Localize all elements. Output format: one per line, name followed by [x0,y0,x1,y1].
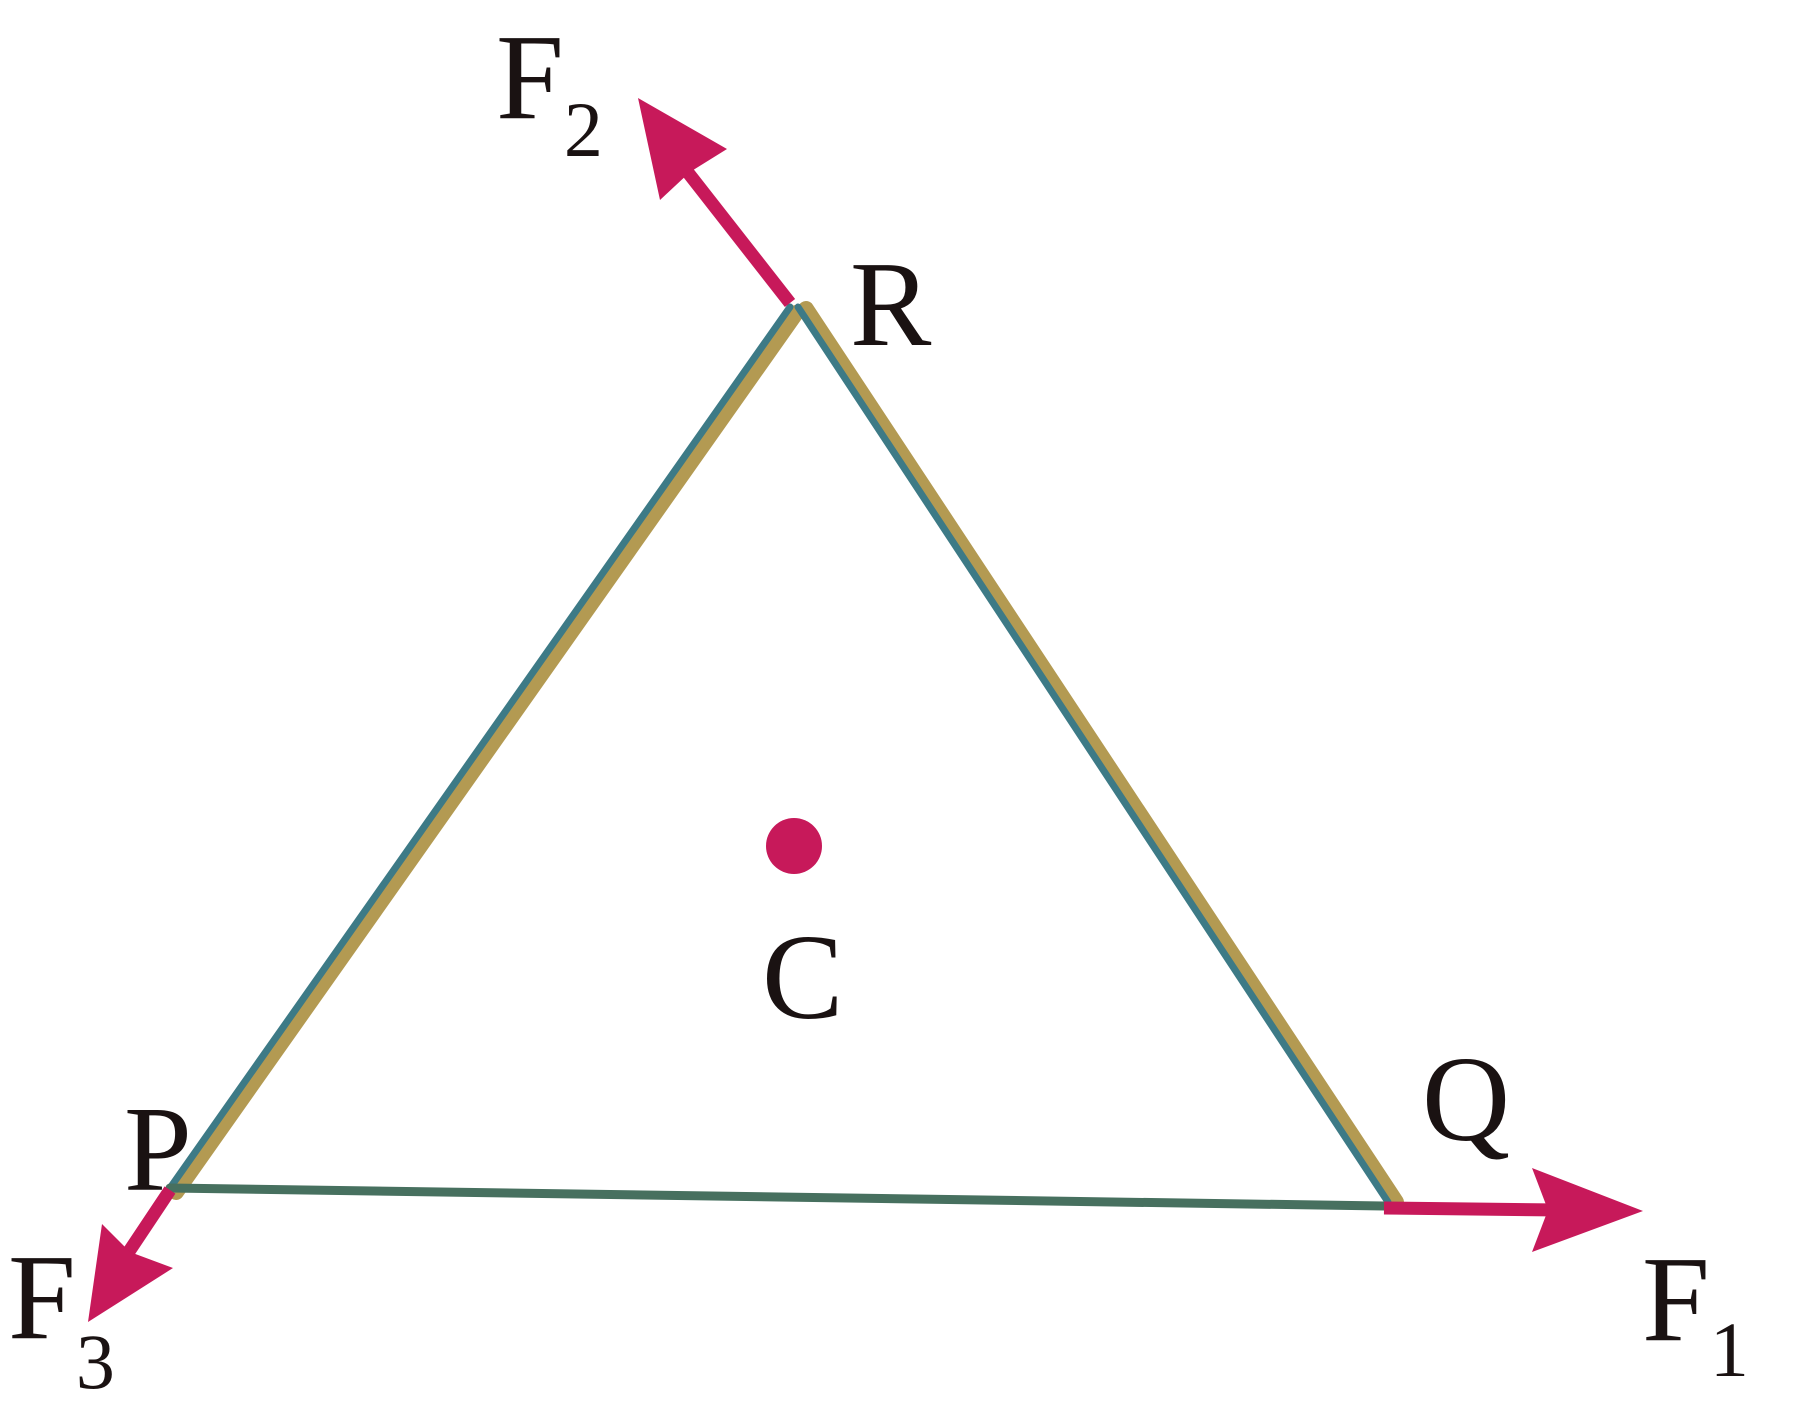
side-rq [794,303,1392,1206]
force-arrows [88,98,1643,1322]
force-f2-symbol: F [496,10,564,145]
force-label-f2: F2 [496,10,603,173]
force-f3-symbol: F [8,1230,76,1365]
force-f1-arrowhead [1532,1168,1643,1252]
force-label-f1: F1 [1642,1232,1749,1393]
force-f1-symbol: F [1642,1232,1710,1367]
vertex-label-p: P [124,1082,192,1217]
force-f2-subscript: 2 [564,86,603,173]
force-f3-subscript: 3 [76,1318,115,1405]
centroid-label: C [762,910,843,1045]
triangle-pqr [165,301,1404,1211]
force-f2-arrowhead [638,98,727,200]
force-label-f3: F3 [8,1230,115,1405]
force-f1-shaft [1383,1201,1561,1217]
force-f2-shaft [680,165,796,308]
side-rq-shade [798,301,1404,1210]
vertex-label-r: R [850,237,932,372]
side-pq [165,1183,1389,1211]
vertex-label-q: Q [1422,1032,1510,1167]
force-f3-shaft [120,1186,176,1260]
centroid-point [766,818,822,874]
force-f3-arrowhead [88,1224,173,1322]
labels: R P Q C F2 F1 F3 [8,10,1749,1405]
force-f1-subscript: 1 [1710,1306,1749,1393]
side-pr-shade [168,305,804,1200]
side-pr [166,303,794,1192]
